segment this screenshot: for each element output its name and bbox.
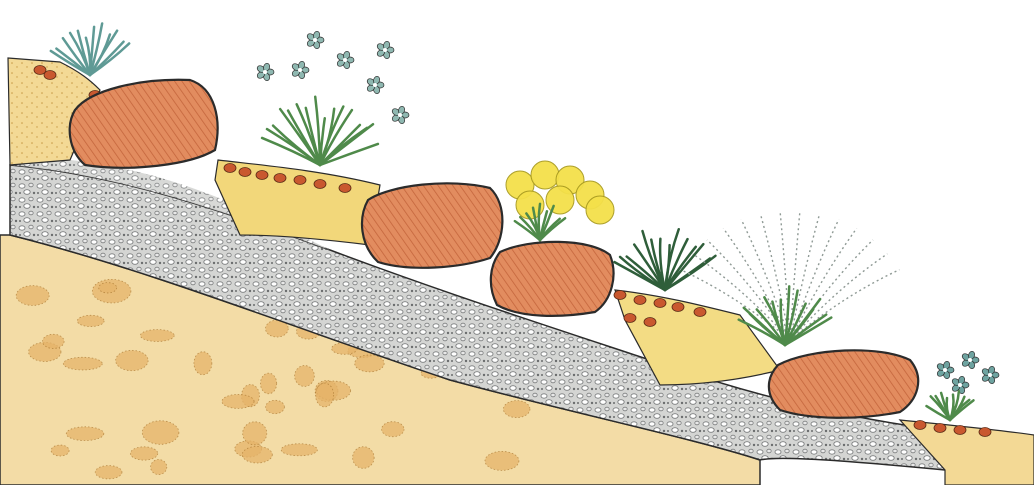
subsoil-clump bbox=[77, 315, 104, 326]
subsoil-clump bbox=[66, 427, 104, 441]
subsoil-clump bbox=[140, 330, 174, 342]
subsoil-clump bbox=[95, 466, 122, 479]
subsoil-clump bbox=[266, 400, 285, 413]
subsoil-clump bbox=[194, 352, 212, 375]
rock-4 bbox=[769, 350, 918, 417]
grass-clump-center bbox=[262, 97, 378, 165]
pebble bbox=[614, 291, 626, 300]
pebble bbox=[979, 428, 991, 437]
subsoil-clump bbox=[16, 286, 49, 306]
pebble bbox=[634, 296, 646, 305]
pebble bbox=[654, 299, 666, 308]
pebble bbox=[339, 184, 351, 193]
subsoil-clump bbox=[242, 446, 272, 463]
subsoil-clump bbox=[355, 355, 384, 372]
pebble bbox=[224, 164, 236, 173]
rock-2 bbox=[362, 183, 502, 267]
subsoil-clump bbox=[63, 357, 102, 370]
pebble bbox=[256, 171, 268, 180]
subsoil-clump bbox=[99, 283, 117, 293]
subsoil-clump bbox=[222, 394, 254, 408]
subsoil-clump bbox=[51, 445, 69, 456]
subsoil-clump bbox=[485, 451, 519, 470]
succulent-right bbox=[936, 351, 999, 395]
rock-3 bbox=[491, 242, 614, 316]
subsoil-clump bbox=[295, 366, 315, 387]
flowering-stems-center bbox=[256, 31, 409, 125]
subsoil-clump bbox=[243, 422, 267, 445]
pebble bbox=[44, 71, 56, 80]
pebble bbox=[624, 314, 636, 323]
subsoil-clump bbox=[130, 447, 157, 460]
low-foliage-right bbox=[927, 391, 974, 420]
subsoil-clump bbox=[316, 383, 334, 407]
subsoil-clump bbox=[142, 421, 179, 445]
pebble bbox=[274, 174, 286, 183]
subsoil-clump bbox=[503, 401, 530, 418]
pebble bbox=[239, 168, 251, 177]
subsoil-clump bbox=[260, 373, 276, 394]
pebble bbox=[954, 426, 966, 435]
pebble bbox=[914, 421, 926, 430]
pebble bbox=[694, 308, 706, 317]
pebble bbox=[934, 424, 946, 433]
subsoil-clump bbox=[382, 422, 404, 437]
pebble bbox=[644, 318, 656, 327]
pebble bbox=[314, 180, 326, 189]
subsoil-clump bbox=[281, 444, 317, 456]
subsoil-clump bbox=[116, 350, 148, 370]
pebble bbox=[672, 303, 684, 312]
subsoil-clump bbox=[353, 447, 375, 469]
subsoil-clump bbox=[151, 460, 167, 475]
yellow-shrub bbox=[506, 161, 614, 224]
subsoil-clump bbox=[43, 334, 65, 348]
pebble bbox=[294, 176, 306, 185]
